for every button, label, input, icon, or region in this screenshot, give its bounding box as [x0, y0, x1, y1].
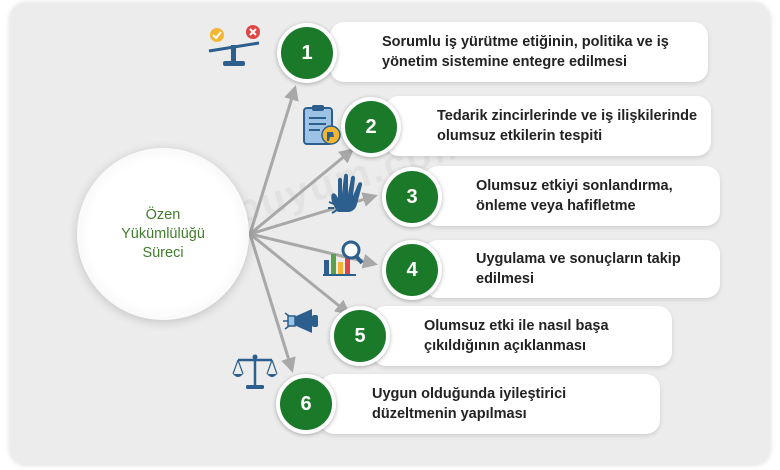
step-1-badge: 1	[277, 23, 337, 83]
hand-stop-icon	[328, 173, 363, 214]
step-2-card: Tedarik zincirlerinde ve iş ilişkilerind…	[385, 96, 711, 156]
justice-scales-icon	[232, 354, 278, 389]
step-5-card: Olumsuz etki ile nasıl başa çıkıldığının…	[372, 306, 672, 366]
step-5-text: Olumsuz etki ile nasıl başa çıkıldığının…	[424, 318, 609, 354]
megaphone-icon	[283, 309, 318, 333]
step-1-card: Sorumlu iş yürütme etiğinin, politika ve…	[330, 22, 708, 82]
arrow-5	[249, 232, 351, 315]
step-6-card: Uygun olduğunda iyileştirici düzeltmenin…	[320, 374, 660, 434]
arrow-2	[249, 148, 355, 236]
step-6-text: Uygun olduğunda iyileştirici düzeltmenin…	[372, 386, 567, 422]
step-5-badge: 5	[330, 306, 390, 366]
step-6-badge: 6	[276, 374, 336, 434]
step-2-badge: 2	[341, 97, 401, 157]
chart-magnifier-icon	[323, 240, 364, 276]
step-1-text: Sorumlu iş yürütme etiğinin, politika ve…	[382, 34, 669, 70]
step-2-text: Tedarik zincirlerinde ve iş ilişkilerind…	[437, 108, 698, 144]
center-circle: Özen Yükümlülüğü Süreci	[77, 148, 249, 320]
step-3-card: Olumsuz etkiyi sonlandırma, önleme veya …	[424, 166, 720, 226]
step-4-badge: 4	[382, 240, 442, 300]
step-3-badge: 3	[382, 167, 442, 227]
step-4-text: Uygulama ve sonuçların takip edilmesi	[476, 251, 681, 287]
arrow-4	[249, 232, 378, 269]
arrow-6	[248, 233, 296, 373]
center-title: Özen Yükümlülüğü Süreci	[121, 206, 205, 261]
step-4-card: Uygulama ve sonuçların takip edilmesi	[424, 240, 720, 298]
clipboard-thumbs-down-icon	[303, 105, 341, 145]
step-3-text: Olumsuz etkiyi sonlandırma, önleme veya …	[476, 178, 673, 214]
balance-scale-check-icon	[208, 25, 260, 66]
arrow-1	[248, 85, 299, 235]
